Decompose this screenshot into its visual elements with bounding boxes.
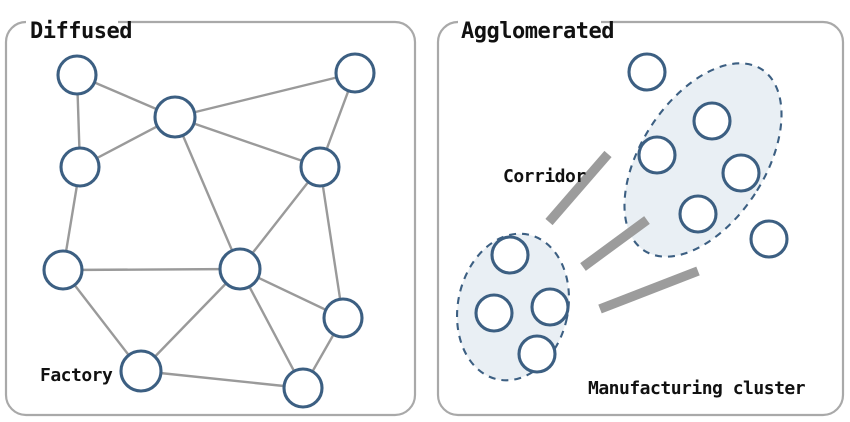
- corridor-2[interactable]: [580, 216, 650, 271]
- edge-n5-n8: [318, 165, 345, 320]
- node-u2[interactable]: [692, 101, 732, 141]
- node-u4[interactable]: [721, 153, 761, 193]
- node-n7[interactable]: [218, 247, 262, 291]
- corridor-label: Corridor: [503, 166, 586, 187]
- edge-n2-n5: [173, 115, 322, 169]
- node-u3[interactable]: [637, 135, 677, 175]
- edge-n2-n7: [173, 115, 242, 271]
- edge-n6-n7: [61, 267, 242, 272]
- node-l1[interactable]: [490, 235, 530, 275]
- manufacturing-cluster-label: Manufacturing cluster: [588, 378, 806, 399]
- node-n1[interactable]: [56, 54, 98, 96]
- edge-n7-n9: [139, 267, 242, 373]
- node-l4[interactable]: [517, 334, 557, 374]
- panel-title-diffused: Diffused: [30, 19, 132, 44]
- panel-border-agglomerated: [436, 20, 845, 417]
- node-u6[interactable]: [749, 219, 789, 259]
- panel-title-agglomerated: Agglomerated: [461, 19, 614, 44]
- node-l2[interactable]: [474, 293, 514, 333]
- node-n6[interactable]: [42, 249, 84, 291]
- corridor-3[interactable]: [598, 266, 700, 314]
- panel-border-diffused: [4, 20, 417, 417]
- node-n4[interactable]: [59, 146, 101, 188]
- node-n9[interactable]: [119, 349, 163, 393]
- node-n2[interactable]: [153, 95, 197, 139]
- edge-n2-n3: [173, 71, 357, 119]
- node-n8[interactable]: [322, 297, 364, 339]
- corridor-1[interactable]: [545, 150, 612, 226]
- edge-n7-n10: [238, 267, 305, 390]
- cluster-upper-cluster: [623, 62, 783, 258]
- node-n10[interactable]: [282, 367, 324, 409]
- edge-n9-n10: [139, 369, 305, 390]
- edge-n5-n7: [238, 165, 322, 271]
- node-n5[interactable]: [299, 146, 341, 188]
- node-u1[interactable]: [627, 52, 667, 92]
- node-u5[interactable]: [678, 194, 718, 234]
- node-n3[interactable]: [334, 52, 376, 94]
- factory-label: Factory: [40, 365, 113, 386]
- node-l3[interactable]: [530, 287, 570, 327]
